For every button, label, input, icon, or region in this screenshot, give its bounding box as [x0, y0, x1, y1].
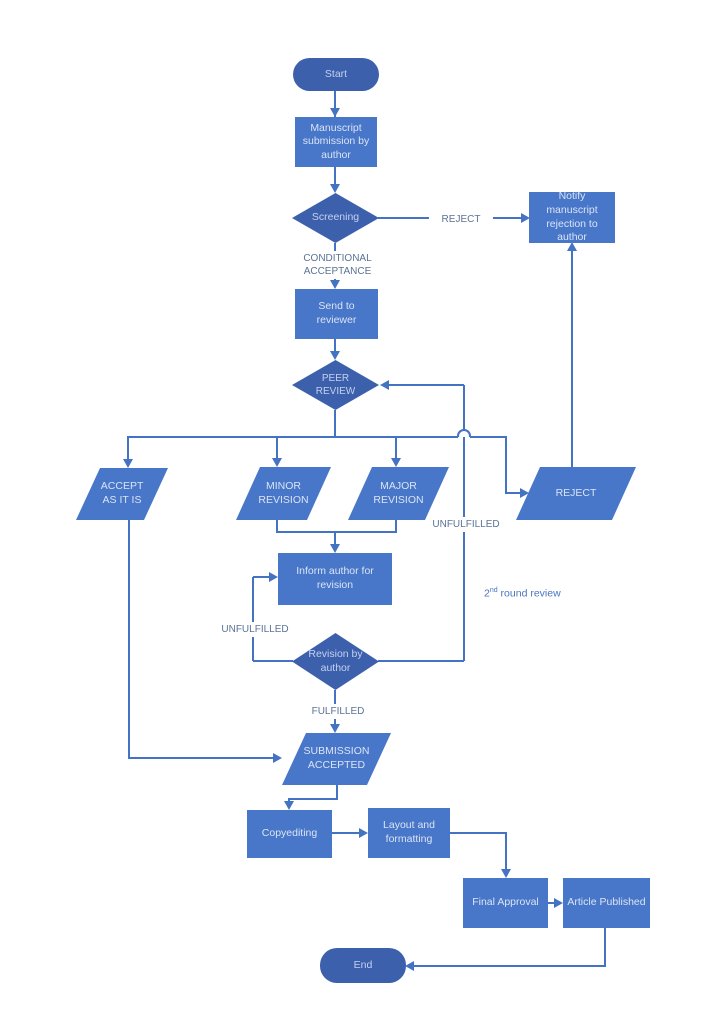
connector-merge-inform	[334, 533, 336, 545]
connector-revision-peer	[378, 660, 464, 662]
branch-line	[128, 436, 458, 438]
connector-peer-branch	[334, 410, 336, 437]
connector-send-peer	[334, 339, 336, 353]
line-jump	[457, 429, 471, 437]
arrowhead-icon	[330, 351, 340, 360]
node-manuscript-submission: Manuscript submission by author	[295, 117, 377, 167]
node-article-published: Article Published	[563, 878, 650, 928]
arrowhead-icon	[330, 280, 340, 289]
node-inform-author: Inform author for revision	[278, 553, 392, 605]
connector-major-merge	[395, 520, 397, 533]
arrowhead-icon	[273, 753, 282, 763]
note-text: round review	[497, 587, 561, 600]
connector-layout-final	[505, 832, 507, 870]
connector-branch-reject	[505, 436, 507, 494]
arrowhead-icon	[330, 544, 340, 553]
arrowhead-icon	[330, 724, 340, 733]
arrowhead-icon	[123, 459, 133, 468]
branch-line	[470, 436, 507, 438]
arrowhead-icon	[521, 213, 530, 223]
note-superscript: nd	[489, 587, 498, 594]
note-second-round-review: 2nd round review	[484, 587, 561, 600]
connector-submission-copyediting	[336, 785, 338, 800]
connector-accept-submission	[128, 520, 130, 758]
arrowhead-icon	[269, 572, 278, 582]
connector-layout-final	[450, 832, 507, 834]
node-final-approval: Final Approval	[463, 878, 548, 928]
edge-label-reject: REJECT	[429, 212, 493, 227]
connector-revision-peer	[388, 384, 464, 386]
node-start-terminator: Start	[293, 58, 379, 91]
connector-copyediting-layout	[332, 832, 360, 834]
edge-label-conditional-acceptance: CONDITIONAL ACCEPTANCE	[299, 251, 376, 279]
connector-minor-merge	[276, 520, 278, 533]
arrowhead-icon	[391, 458, 401, 467]
connector-branch-accept	[127, 436, 129, 461]
node-screening-decision: Screening	[292, 193, 379, 243]
connector-start-manuscript	[334, 91, 336, 117]
arrowhead-icon	[520, 488, 529, 498]
arrowhead-icon	[554, 898, 563, 908]
connector-revision-inform	[252, 577, 254, 661]
node-submission-accepted: SUBMISSION ACCEPTED	[282, 733, 391, 785]
edge-label-unfulfilled-left: UNFULFILLED	[217, 622, 293, 637]
connector-submission-copyediting	[288, 798, 338, 800]
arrowhead-icon	[405, 961, 414, 971]
connector-reject-notify	[571, 250, 573, 467]
node-notify-rejection: Notify manuscript rejection to author	[529, 190, 615, 243]
node-reject-outcome: REJECT	[516, 467, 636, 520]
arrowhead-icon	[501, 869, 511, 878]
connector-article-end	[413, 965, 606, 967]
note-text: 2	[484, 587, 490, 600]
edge-label-unfulfilled-right: UNFULFILLED	[428, 517, 504, 532]
merge-line	[276, 531, 397, 533]
node-send-to-reviewer: Send to reviewer	[295, 289, 378, 339]
arrowhead-icon	[330, 108, 340, 117]
connector-branch-reject	[505, 492, 521, 494]
connector-accept-submission	[128, 757, 274, 759]
connector-revision-inform	[253, 660, 293, 662]
connector-branch-minor	[276, 436, 278, 460]
node-revision-by-author-decision: Revision by author	[292, 633, 379, 690]
node-major-revision: MAJOR REVISION	[348, 467, 449, 520]
node-copyediting: Copyediting	[247, 810, 332, 858]
node-peer-review-decision: PEER REVIEW	[292, 360, 379, 410]
connector-revision-inform	[253, 576, 270, 578]
connector-manuscript-screening	[334, 167, 336, 187]
connector-article-end	[604, 928, 606, 966]
arrowhead-icon	[380, 380, 389, 390]
arrowhead-icon	[330, 184, 340, 193]
edge-label-fulfilled: FULFILLED	[305, 704, 371, 719]
node-layout-formatting: Layout and formatting	[368, 808, 450, 858]
connector-branch-major	[395, 436, 397, 460]
arrowhead-icon	[272, 458, 282, 467]
arrowhead-icon	[359, 828, 368, 838]
node-end-terminator: End	[320, 948, 406, 983]
node-minor-revision: MINOR REVISION	[236, 467, 331, 520]
node-accept-as-it-is: ACCEPT AS IT IS	[76, 468, 168, 520]
arrowhead-icon	[284, 801, 294, 810]
arrowhead-icon	[567, 242, 577, 251]
connector-final-article	[548, 902, 556, 904]
